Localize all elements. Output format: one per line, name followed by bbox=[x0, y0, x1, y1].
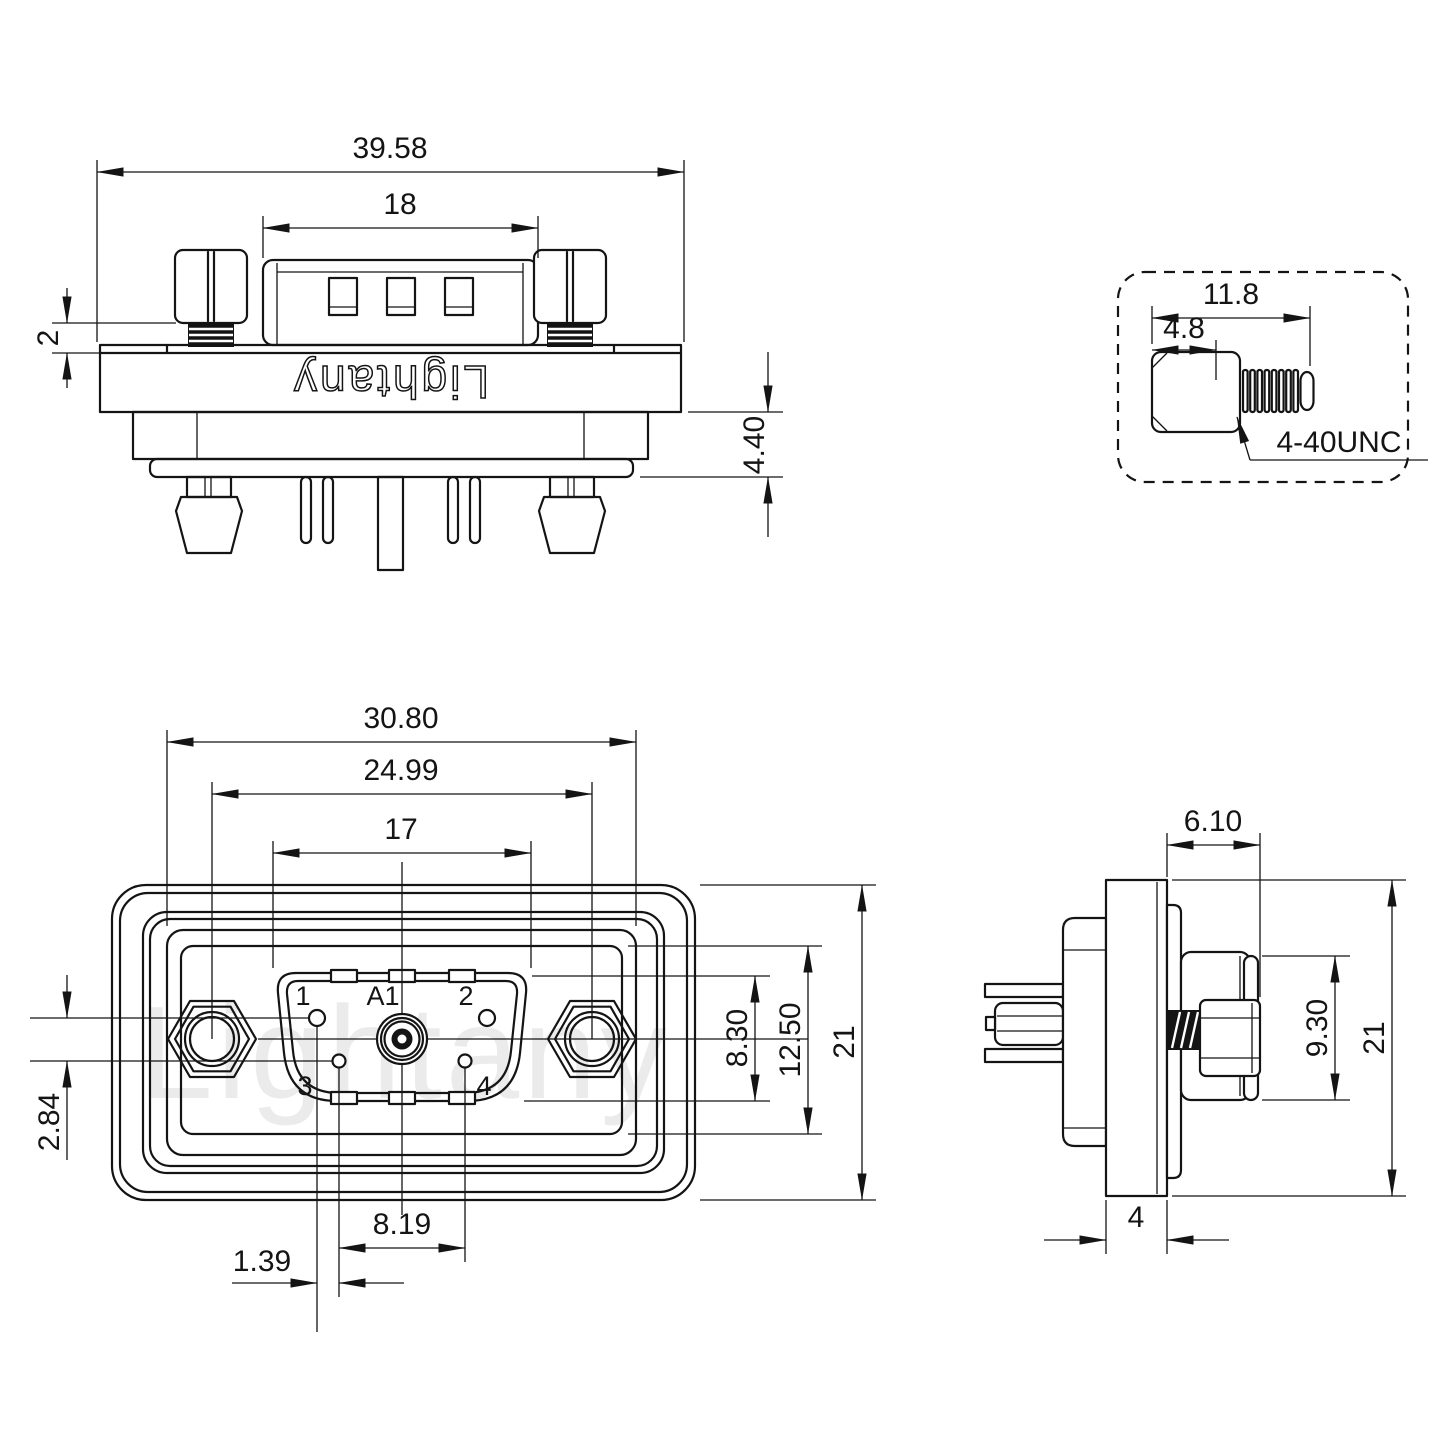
shield-notch bbox=[329, 1090, 359, 1106]
front-overall-height-dimension: 21 bbox=[700, 884, 876, 1201]
mount-screw-span-dimension: 24.99 bbox=[211, 754, 593, 1039]
pin-2 bbox=[477, 1008, 497, 1028]
dim-screw-standoff: 2 bbox=[32, 330, 65, 347]
insert-slot bbox=[443, 276, 475, 317]
press-fit-post-right bbox=[537, 475, 607, 555]
screw-head-length-dimension: 4.8 bbox=[1151, 312, 1217, 380]
pin-1-label: 1 bbox=[295, 981, 310, 1011]
shell-width-dimension: 17 bbox=[272, 813, 532, 968]
top-rear-body bbox=[131, 410, 650, 479]
dim-pin-offset: 1.39 bbox=[233, 1245, 291, 1278]
pin-4-label: 4 bbox=[476, 1071, 491, 1101]
insert-slot bbox=[385, 276, 417, 317]
dim-shell-height: 8.30 bbox=[721, 1009, 754, 1067]
dim-front-overall-height: 21 bbox=[828, 1025, 861, 1058]
pin-spacing-dimension: 8.19 bbox=[338, 1068, 466, 1297]
side-shell-height-dimension: 9.30 bbox=[1262, 955, 1350, 1101]
coax-A1-label: A1 bbox=[366, 981, 399, 1011]
shield-notch bbox=[447, 1090, 477, 1106]
dim-flange-height: 12.50 bbox=[774, 1002, 807, 1077]
dim-shell-width: 17 bbox=[384, 813, 417, 846]
thumbscrew-left bbox=[173, 248, 249, 347]
dim-screw-length: 11.8 bbox=[1203, 278, 1259, 311]
insert-slot bbox=[327, 276, 359, 317]
flange-thickness-dimension: 4 bbox=[1044, 1200, 1229, 1254]
screw-threads bbox=[1241, 368, 1315, 414]
dim-row-offset: 2.84 bbox=[33, 1093, 66, 1151]
coax-contact-A1 bbox=[375, 1012, 429, 1066]
dim-overall-width: 39.58 bbox=[352, 132, 427, 165]
detail-screw bbox=[1150, 350, 1315, 434]
side-screw-and-nut bbox=[1167, 998, 1262, 1078]
side-insulator-block bbox=[1061, 916, 1108, 1148]
dim-mount-screw-span: 24.99 bbox=[363, 754, 438, 787]
pin-offset-dimension: 1.39 bbox=[232, 1026, 404, 1332]
thumbscrew-right bbox=[532, 248, 608, 347]
dim-rear-protrusion: 4.40 bbox=[738, 416, 771, 474]
pin-1 bbox=[307, 1008, 327, 1028]
flange-height-dimension: 12.50 bbox=[628, 945, 822, 1135]
dim-side-overall-height: 21 bbox=[1358, 1021, 1391, 1054]
front-view: 1 A1 2 3 4 30.80 24.99 17 bbox=[30, 702, 876, 1332]
screw-detail-view: 11.8 4.8 4-40UNC bbox=[1116, 270, 1428, 484]
dim-insert-width: 18 bbox=[383, 188, 416, 221]
side-flange-plate bbox=[1104, 878, 1169, 1198]
solder-pins bbox=[299, 475, 482, 572]
dim-side-shell-height: 9.30 bbox=[1301, 999, 1334, 1057]
shield-notch bbox=[329, 968, 359, 984]
side-view: 6.10 9.30 21 4 bbox=[983, 805, 1406, 1254]
top-overall-width-dimension: 39.58 bbox=[96, 132, 685, 342]
pin-4 bbox=[457, 1053, 473, 1069]
pin-3-label: 3 bbox=[297, 1071, 312, 1101]
top-insert-width-dimension: 18 bbox=[262, 188, 539, 258]
row-offset-dimension: 2.84 bbox=[33, 975, 72, 1160]
top-screw-standoff-dimension: 2 bbox=[32, 288, 176, 388]
shell-height-dimension: 8.30 bbox=[524, 975, 770, 1102]
front-protrusion-dimension: 6.10 bbox=[1166, 805, 1261, 997]
coax-blade-pin bbox=[376, 475, 405, 572]
brand-engraving: Lightany bbox=[291, 356, 489, 408]
side-overall-height-dimension: 21 bbox=[1172, 879, 1406, 1197]
detail-boundary-box bbox=[1116, 270, 1410, 484]
dim-boss-width: 30.80 bbox=[363, 702, 438, 735]
boss-width-dimension: 30.80 bbox=[166, 702, 637, 926]
dim-pin-spacing: 8.19 bbox=[373, 1208, 431, 1241]
dim-front-protrusion: 6.10 bbox=[1184, 805, 1242, 838]
top-rear-protrusion-dimension: 4.40 bbox=[640, 352, 783, 537]
press-fit-post-left bbox=[174, 475, 244, 555]
dim-head-length: 4.8 bbox=[1163, 312, 1205, 345]
top-view: Lightany bbox=[32, 132, 783, 572]
thread-spec-callout: 4-40UNC bbox=[1236, 416, 1428, 461]
side-rear-contacts bbox=[983, 982, 1065, 1064]
pin-2-label: 2 bbox=[458, 981, 473, 1011]
dim-flange-thickness: 4 bbox=[1128, 1201, 1145, 1234]
top-insert-body bbox=[261, 258, 540, 347]
pin-3 bbox=[331, 1053, 347, 1069]
screw-length-dimension: 11.8 bbox=[1151, 278, 1311, 366]
shield-notch bbox=[447, 968, 477, 984]
dsub-shield bbox=[276, 968, 528, 1106]
thread-spec-label: 4-40UNC bbox=[1276, 426, 1401, 459]
